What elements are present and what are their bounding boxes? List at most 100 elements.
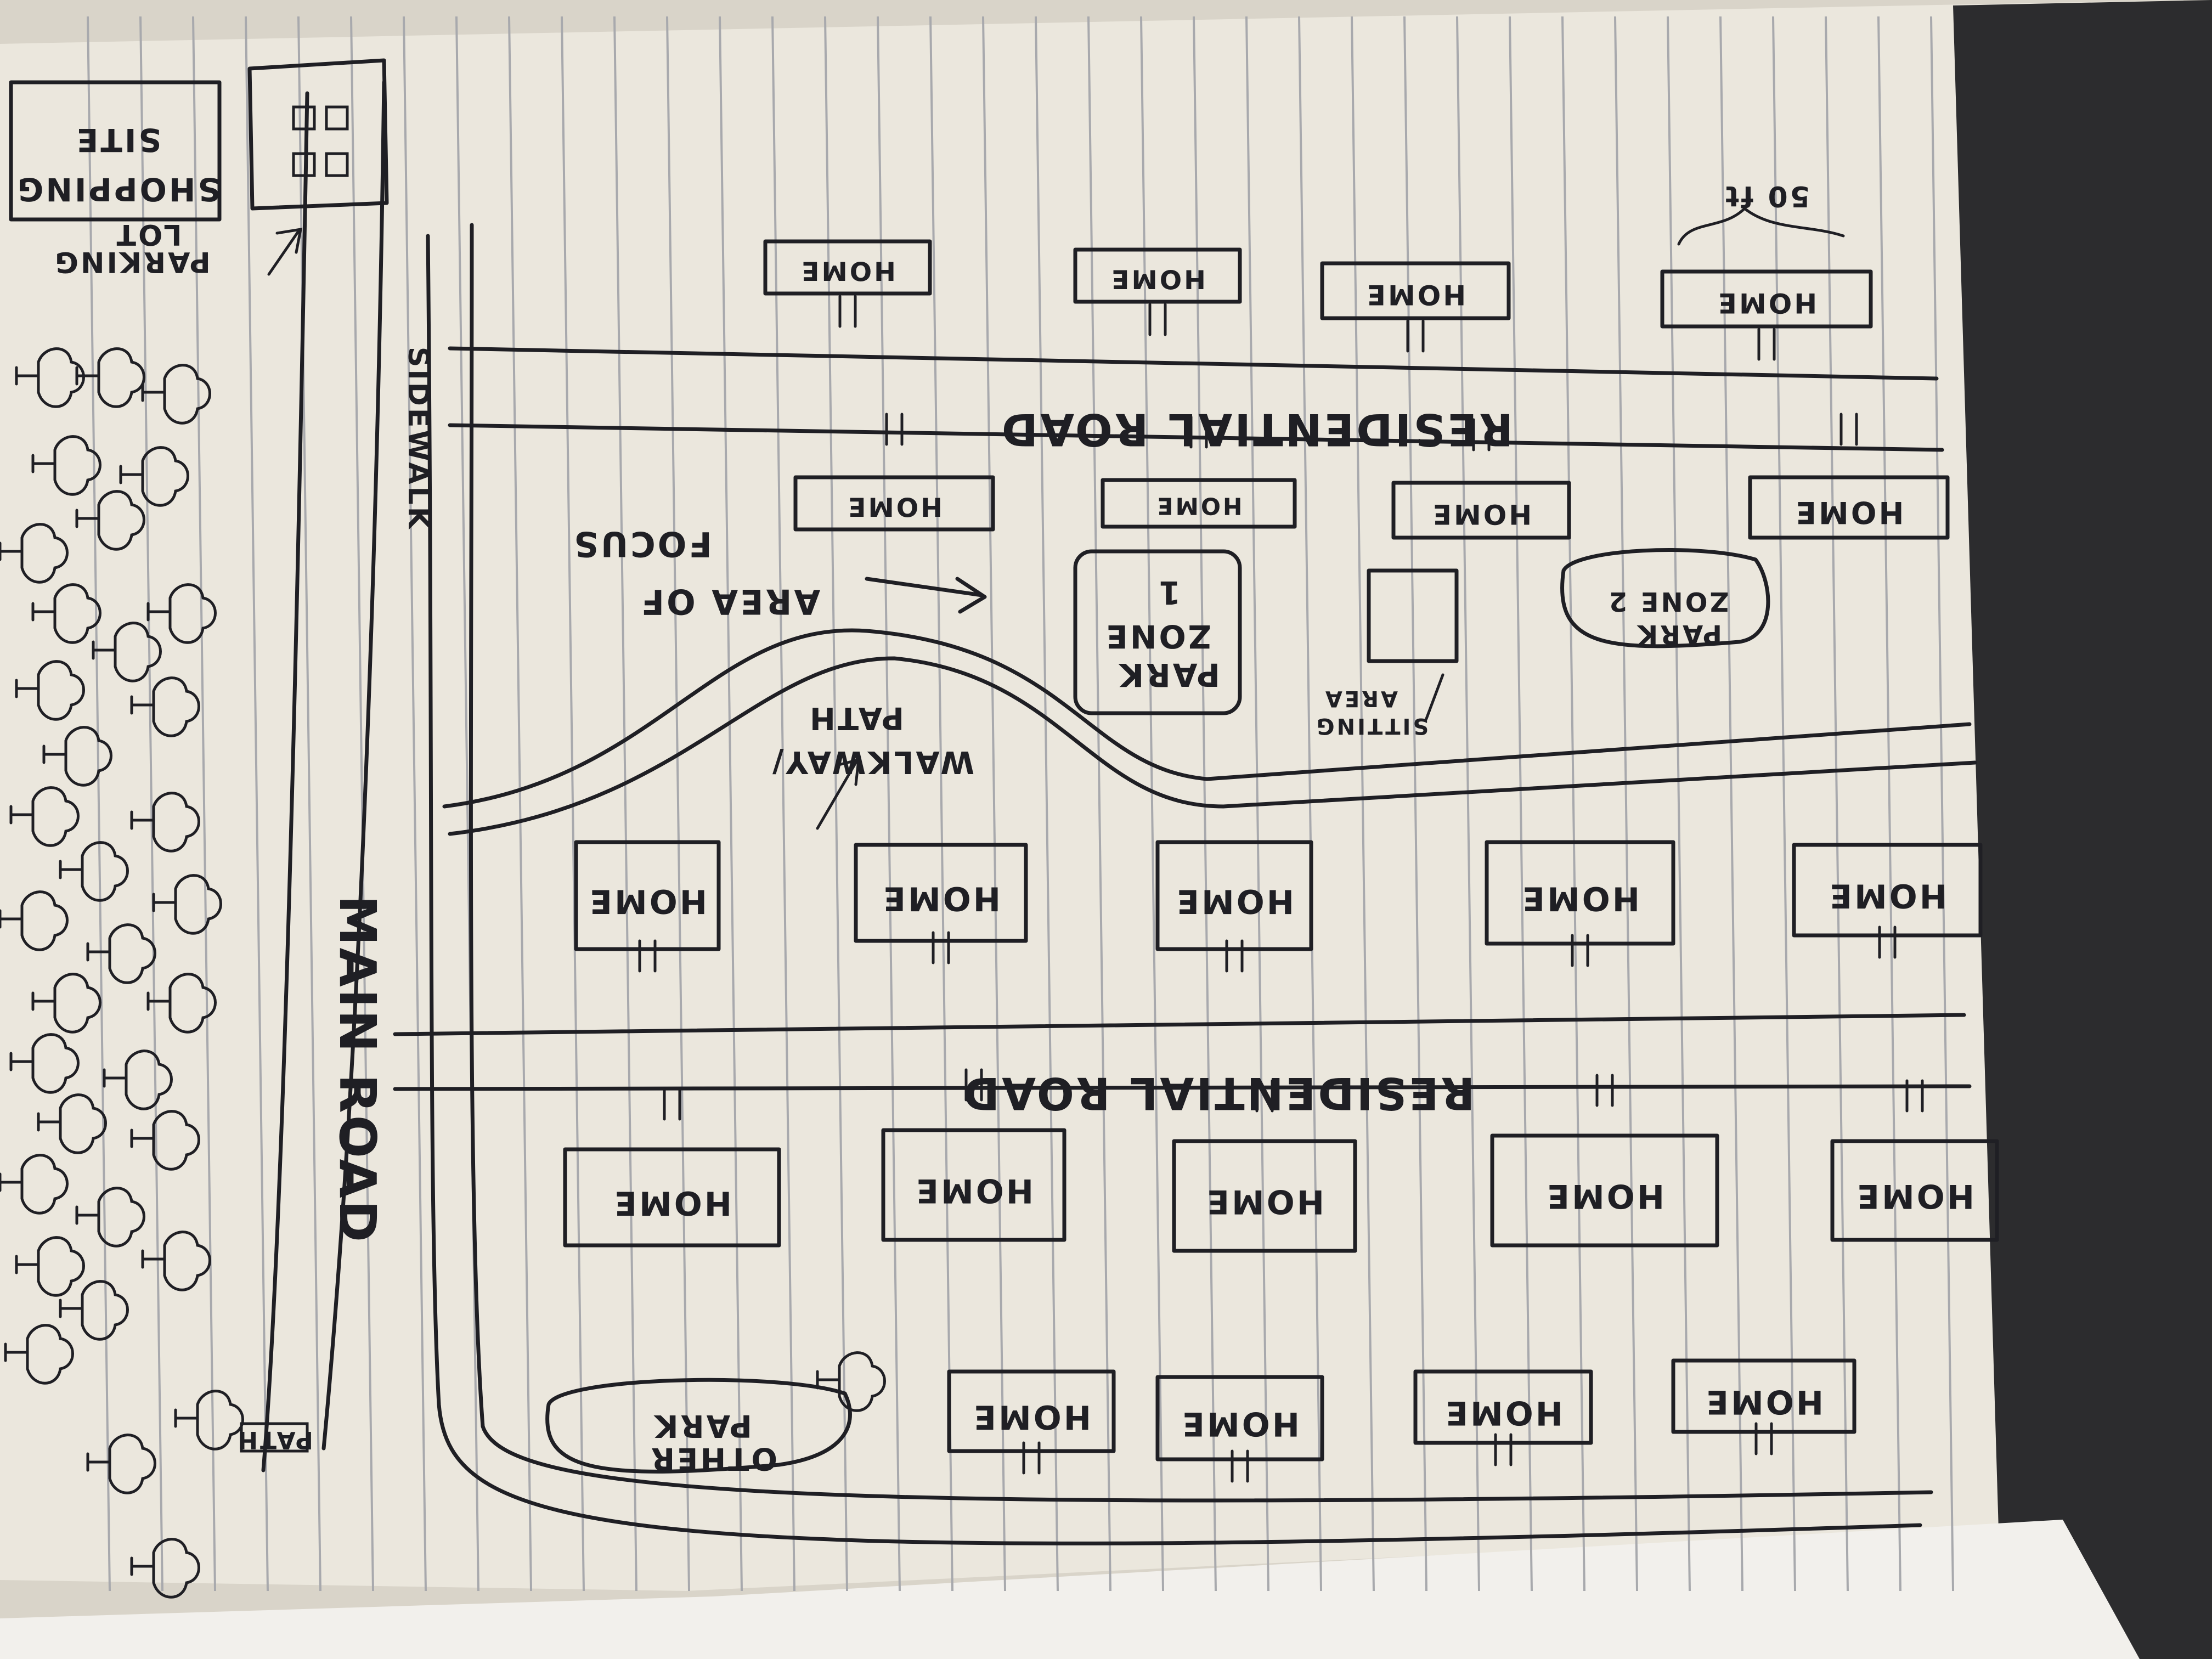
- lot-divider-mark: [1494, 1433, 1513, 1466]
- home-box: [1391, 481, 1571, 540]
- home-box: [1490, 1133, 1719, 1248]
- home-box: [1101, 478, 1297, 529]
- home-label: HOME: [881, 879, 1001, 918]
- walkway-label-line-1: WALKWAY/: [770, 744, 974, 780]
- home-box: [1671, 1358, 1857, 1434]
- tree-icon: [86, 1434, 156, 1494]
- rule-line: [403, 16, 427, 1592]
- parking-space-4: [325, 152, 349, 177]
- rule-line: [1035, 16, 1059, 1592]
- tree-icon: [816, 1351, 886, 1412]
- sidewalk-line-inner: [469, 223, 1933, 1503]
- path-label-box: [240, 1422, 309, 1453]
- lot-divider-mark: [1878, 926, 1897, 959]
- rule-line: [1825, 16, 1849, 1592]
- tree-icon: [15, 347, 85, 408]
- other-park-shape: [545, 1378, 852, 1474]
- residential-road-top-label: RESIDENTIAL ROAD: [1000, 404, 1514, 455]
- tree-icon: [42, 726, 112, 787]
- tree-icon: [59, 1280, 129, 1341]
- lot-divider-mark: [885, 413, 904, 446]
- residential-road-top-line-1: [448, 346, 1939, 381]
- lot-divider-mark: [838, 295, 857, 328]
- other-park-line-1: OTHER: [649, 1441, 777, 1476]
- lot-divider-mark: [1225, 939, 1244, 973]
- parking-lot-line-2: LOT: [115, 218, 182, 251]
- tree-icon: [146, 583, 217, 644]
- home-label: HOME: [612, 1184, 732, 1222]
- home-label: HOME: [1716, 287, 1817, 319]
- home-box: [793, 475, 995, 532]
- sitting-area-shape: [1367, 568, 1459, 663]
- rule-line: [245, 16, 269, 1592]
- home-label: HOME: [1520, 879, 1640, 918]
- parking-lot-line-1: PARKING: [53, 245, 210, 278]
- walkway-edge-1: [442, 628, 1972, 809]
- home-box: [763, 239, 932, 296]
- rule-line: [350, 16, 374, 1592]
- home-box: [854, 843, 1028, 943]
- home-box: [1830, 1139, 1999, 1242]
- tree-icon: [9, 1033, 80, 1094]
- tree-icon: [15, 1236, 85, 1297]
- rule-line: [192, 16, 216, 1592]
- tree-icon: [0, 523, 69, 584]
- home-label: HOME: [914, 1171, 1034, 1210]
- lot-divider-mark: [638, 939, 657, 973]
- home-label: HOME: [1365, 279, 1466, 311]
- walkway-arrow: [816, 758, 860, 830]
- tree-icon: [31, 583, 101, 644]
- tree-icon: [59, 841, 129, 902]
- rule-line: [666, 16, 690, 1592]
- lot-divider-mark: [1757, 328, 1776, 361]
- rule-line: [1614, 16, 1638, 1592]
- park-zone-2-shape: [1560, 548, 1770, 648]
- tree-icon: [31, 973, 101, 1034]
- sitting-area-line-2: AREA: [1323, 686, 1398, 711]
- next-page: [0, 1520, 2140, 1659]
- home-box: [574, 840, 721, 951]
- tree-icon: [130, 676, 200, 737]
- park-zone-2-line-2: ZONE 2: [1607, 586, 1729, 617]
- home-box: [881, 1128, 1066, 1242]
- rule-line: [508, 16, 532, 1592]
- tree-icon: [119, 446, 189, 507]
- shopping-site-line-1: SHOPPING: [15, 171, 221, 208]
- lot-divider-mark: [932, 931, 950, 964]
- park-zone-1-line-3: 1: [1156, 574, 1181, 611]
- walkway-edge-2: [448, 656, 1977, 836]
- home-box: [1155, 1375, 1324, 1462]
- area-of-focus-line-1: AREA OF: [639, 582, 821, 622]
- parking-space-2: [325, 105, 349, 131]
- home-box: [1172, 1139, 1357, 1253]
- rule-line: [771, 16, 795, 1592]
- park-zone-1-line-2: ZONE: [1104, 618, 1211, 655]
- area-of-focus-line-2: FOCUS: [572, 524, 712, 564]
- rule-line: [1509, 16, 1533, 1592]
- tree-icon: [4, 1324, 74, 1385]
- trees-group: [0, 347, 886, 1599]
- path-label: PATH: [235, 1426, 313, 1454]
- lot-divider-mark: [1148, 303, 1167, 336]
- lot-divider-mark: [663, 1087, 681, 1121]
- main-road-line-1: [321, 80, 386, 1451]
- tree-icon: [130, 1538, 200, 1599]
- other-park-line-2: PARK: [652, 1408, 752, 1443]
- rule-line: [139, 16, 163, 1592]
- shopping-site-line-2: SITE: [75, 121, 162, 159]
- rule-line: [1772, 16, 1796, 1592]
- rule-line: [87, 16, 111, 1592]
- tree-icon: [0, 1154, 69, 1215]
- main-road-label: MAIN ROAD: [328, 895, 387, 1244]
- home-label: HOME: [1793, 495, 1904, 530]
- home-box: [1320, 261, 1511, 320]
- rule-line: [1403, 16, 1427, 1592]
- home-label: HOME: [846, 492, 943, 522]
- sitting-area-line-1: SITTING: [1314, 713, 1429, 738]
- home-label: HOME: [588, 882, 707, 921]
- rule-line: [1561, 16, 1585, 1592]
- rule-line: [1930, 16, 1954, 1592]
